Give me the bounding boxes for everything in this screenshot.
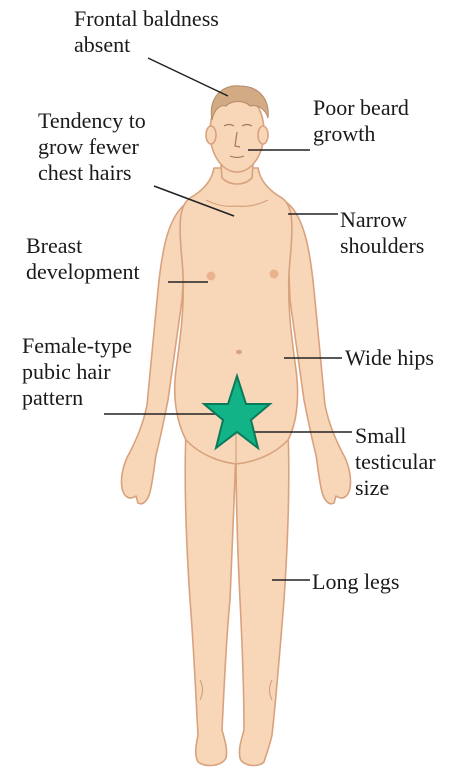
- label-chest-hairs: Tendency to grow fewer chest hairs: [38, 108, 146, 186]
- navel: [236, 350, 242, 354]
- left-ear: [206, 126, 216, 144]
- label-beard-growth: Poor beard growth: [313, 95, 409, 147]
- right-leg: [236, 430, 289, 765]
- label-narrow-shoulders: Narrow shoulders: [340, 207, 424, 259]
- label-frontal-baldness: Frontal baldness absent: [74, 6, 219, 58]
- left-leg: [185, 430, 236, 765]
- label-wide-hips: Wide hips: [345, 345, 434, 371]
- right-ear: [258, 126, 268, 144]
- leader-frontal: [148, 58, 228, 96]
- label-breast-development: Breast development: [26, 233, 140, 285]
- label-pubic-hair: Female-type pubic hair pattern: [22, 333, 132, 411]
- label-testicular-size: Small testicular size: [355, 423, 436, 501]
- right-nipple: [270, 270, 279, 279]
- label-long-legs: Long legs: [312, 569, 399, 595]
- left-nipple: [207, 272, 216, 281]
